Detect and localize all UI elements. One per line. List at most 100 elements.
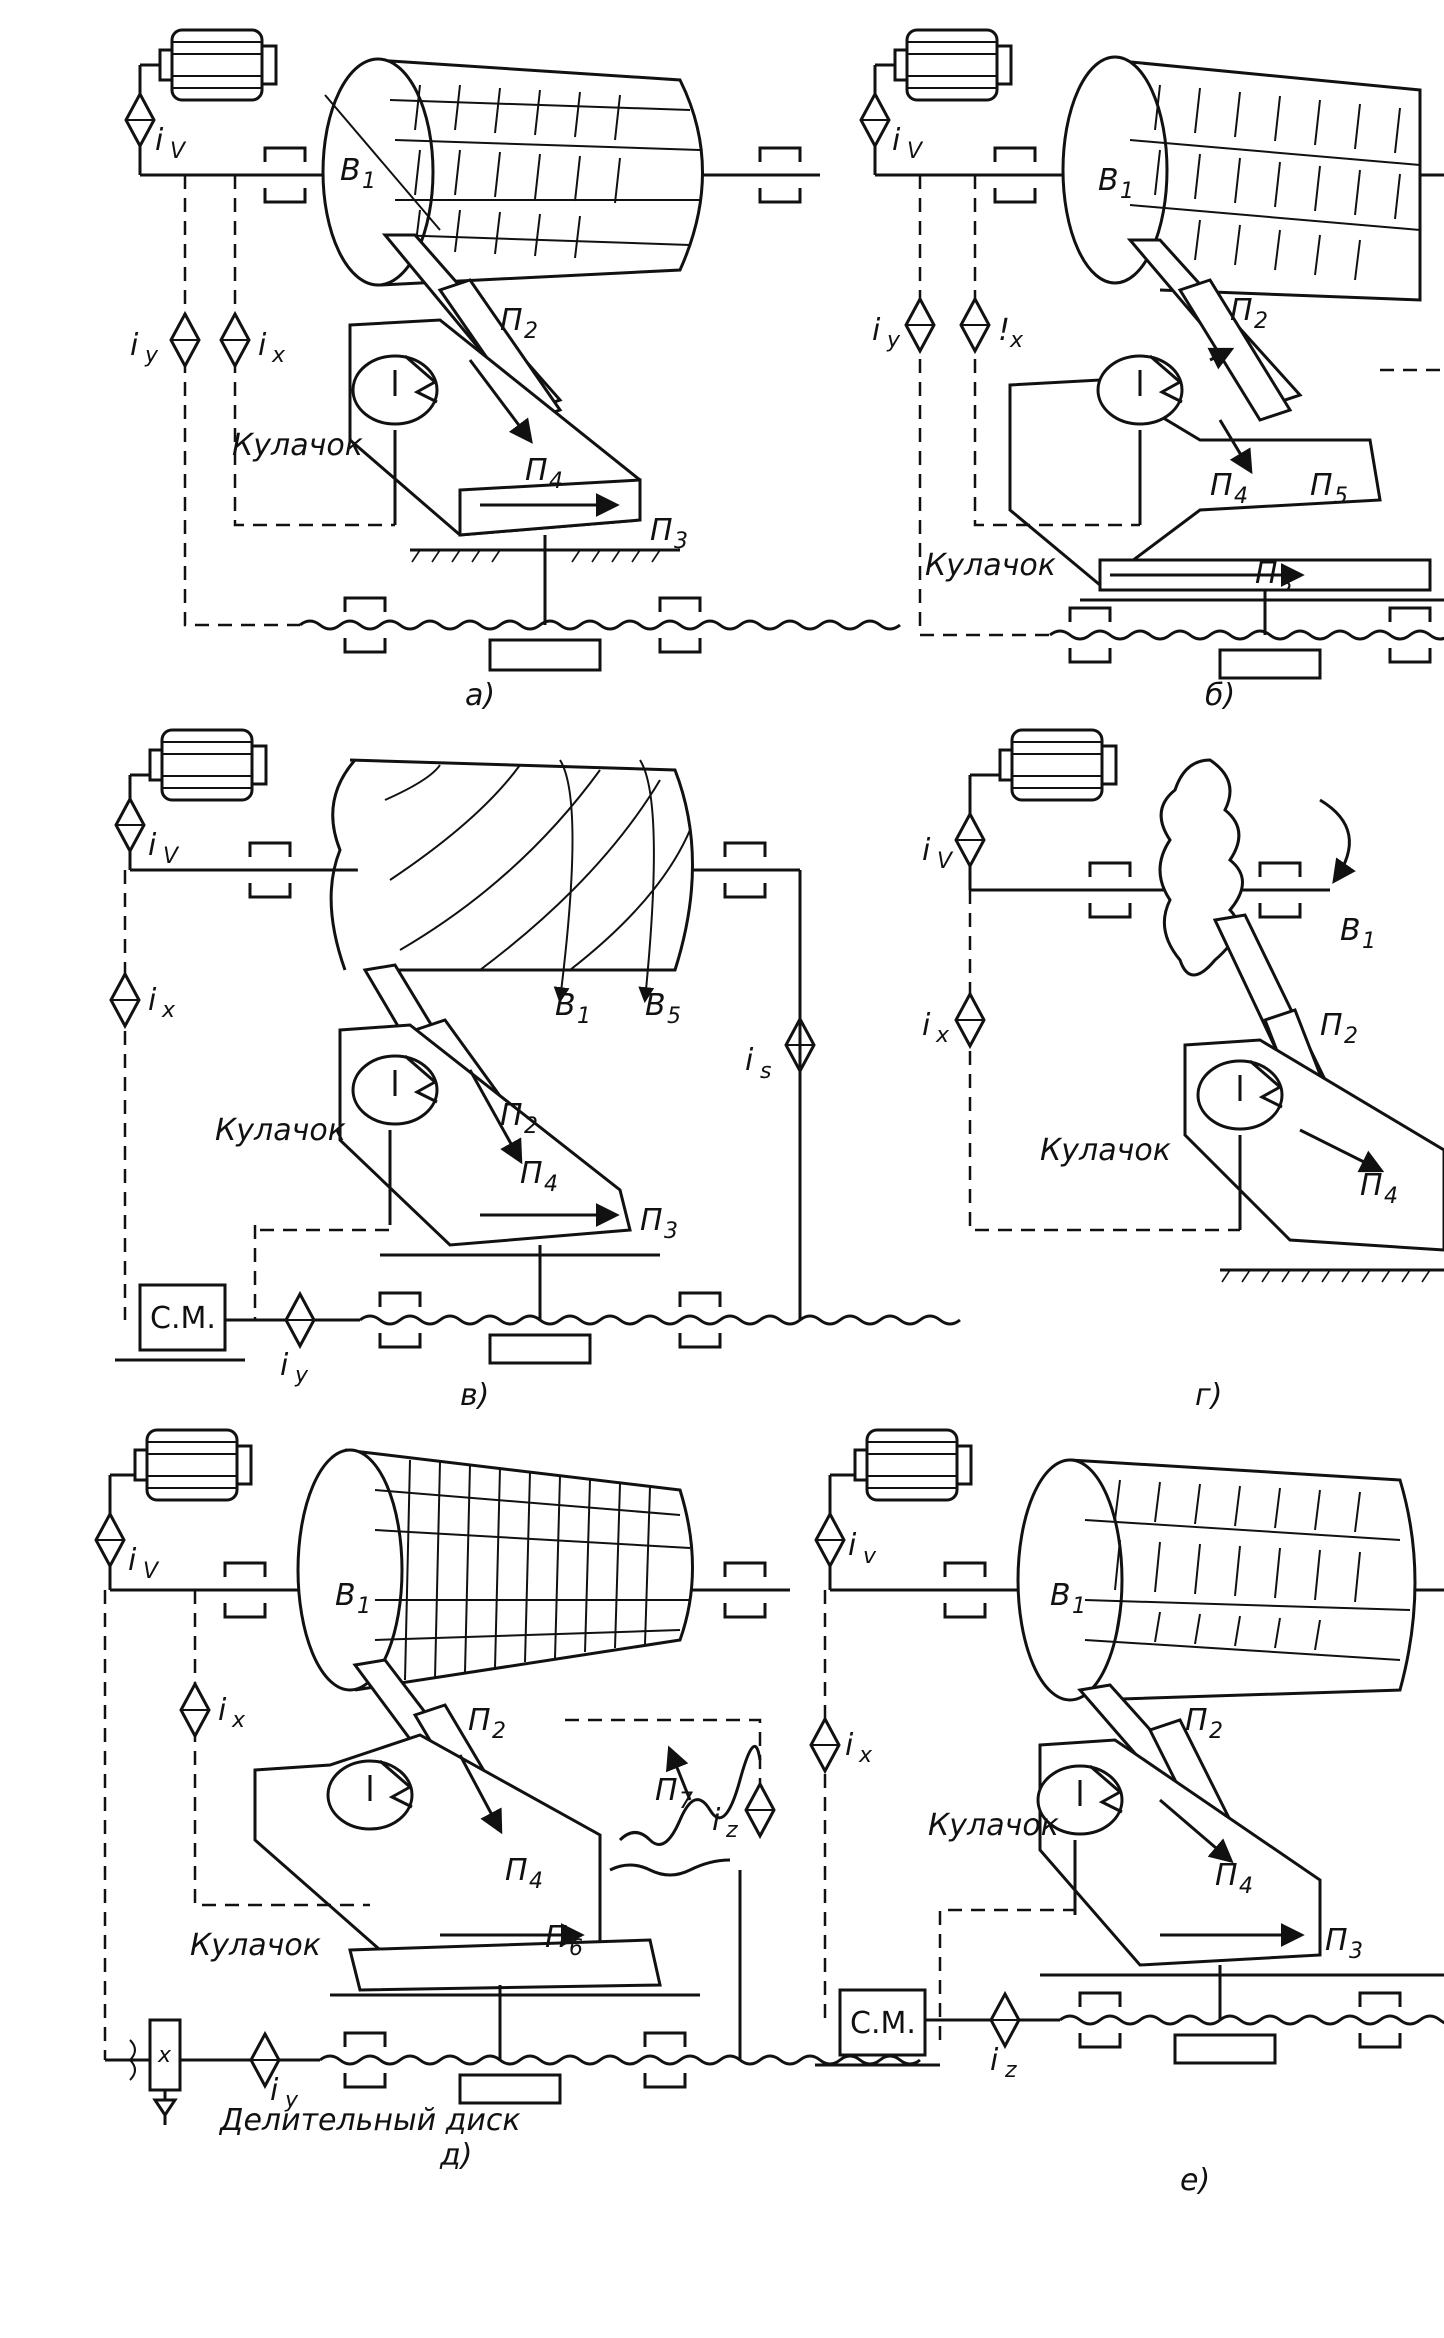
- label-p7: П: [655, 1773, 678, 1808]
- svg-text:4: 4: [1239, 1874, 1253, 1899]
- svg-text:1: 1: [357, 1594, 371, 1619]
- label-iz: i: [990, 2043, 999, 2078]
- svg-text:5: 5: [667, 1004, 681, 1029]
- cam-icon: [1196, 1059, 1284, 1131]
- svg-text:1: 1: [1120, 179, 1134, 204]
- label-p2: П: [1185, 1703, 1208, 1738]
- svg-text:x: x: [1009, 328, 1024, 353]
- svg-text:z: z: [725, 1818, 738, 1843]
- gear-ratio-ix-icon: [959, 297, 991, 353]
- label-p3: П: [650, 513, 673, 548]
- gear-ratio-ix-icon: [219, 312, 251, 368]
- label-p4: П: [1360, 1168, 1383, 1203]
- gear-ratio-iy-icon: [284, 1292, 316, 1348]
- gear-ratio-iy-icon: [169, 312, 201, 368]
- label-cam: Кулачок: [190, 1928, 321, 1963]
- label-p3: П: [1325, 1923, 1348, 1958]
- svg-text:y: y: [294, 1363, 309, 1388]
- label-b5: B: [645, 988, 666, 1023]
- gear-ratio-iv-icon: [954, 812, 986, 868]
- svg-text:V: V: [907, 139, 924, 164]
- svg-text:3: 3: [1349, 1939, 1363, 1964]
- svg-text:1: 1: [577, 1004, 591, 1029]
- svg-text:2: 2: [524, 1114, 538, 1139]
- stepper-motor: [138, 1283, 227, 1352]
- label-dividing-disk: Делительный диск: [218, 2103, 521, 2138]
- svg-text:1: 1: [362, 169, 376, 194]
- svg-text:V: V: [170, 139, 187, 164]
- gear-ratio-iv-icon: [114, 797, 146, 853]
- label-iy: i: [280, 1348, 289, 1383]
- label-p2: П: [1230, 293, 1253, 328]
- label-sm: С.М.: [150, 1301, 216, 1336]
- cam-icon: [1096, 354, 1184, 426]
- motor-icon: [893, 28, 1013, 102]
- panel-v: С.М. i V i x i s i y B 1 B 5 П 2 П 4 П 3…: [109, 728, 962, 1413]
- svg-text:x: x: [858, 1743, 873, 1768]
- gear-ratio-iz-icon: [989, 1992, 1021, 2048]
- svg-text:x: x: [271, 343, 286, 368]
- label-iy: i: [130, 328, 139, 363]
- svg-text:2: 2: [524, 319, 538, 344]
- svg-text:6: 6: [569, 1936, 583, 1961]
- gear-ratio-ix-icon: [179, 1682, 211, 1738]
- label-p4: П: [505, 1853, 528, 1888]
- motor-icon: [133, 1428, 253, 1502]
- gear-ratio-iy-icon: [904, 297, 936, 353]
- cylinder-workpiece: [321, 57, 704, 287]
- caption-g: г): [1195, 1378, 1222, 1413]
- motor-icon: [853, 1428, 973, 1502]
- helical-workpiece: [329, 758, 694, 972]
- caption-d: д): [439, 2138, 472, 2173]
- panel-b: i V i y ! x B 1 П 2 П 4 П 5 П 3 Кулачок …: [859, 28, 1444, 713]
- cam-icon: [326, 1759, 414, 1831]
- svg-text:4: 4: [549, 469, 563, 494]
- label-p2: П: [500, 303, 523, 338]
- label-iv: i: [848, 1528, 857, 1563]
- svg-text:3: 3: [1279, 572, 1293, 597]
- dividing-disk: [128, 2018, 182, 2125]
- label-iv: i: [922, 833, 931, 868]
- label-iy: i: [872, 313, 881, 348]
- label-p4: П: [525, 453, 548, 488]
- label-p6: П: [545, 1920, 568, 1955]
- label-b1: B: [1340, 913, 1361, 948]
- panel-e: С.М. i v i x i z B 1 П 2 П 4 П 3 Кулачок…: [809, 1428, 1444, 2198]
- svg-text:4: 4: [1384, 1184, 1398, 1209]
- label-p3: П: [1255, 556, 1278, 591]
- svg-text:s: s: [760, 1059, 771, 1084]
- caption-b: б): [1205, 678, 1235, 713]
- label-ix: i: [845, 1728, 854, 1763]
- cone-workpiece: [1061, 55, 1422, 302]
- label-iz: i: [712, 1803, 721, 1838]
- svg-text:4: 4: [544, 1172, 558, 1197]
- label-cam: Кулачок: [1040, 1133, 1171, 1168]
- svg-text:V: V: [143, 1559, 160, 1584]
- svg-text:3: 3: [664, 1219, 678, 1244]
- label-sm: С.М.: [850, 2006, 916, 2041]
- motor-icon: [148, 728, 268, 802]
- svg-text:1: 1: [1072, 1594, 1086, 1619]
- gear-ratio-iv-icon: [859, 92, 891, 148]
- label-p4: П: [520, 1156, 543, 1191]
- label-iv: i: [155, 123, 164, 158]
- label-cam: Кулачок: [925, 548, 1056, 583]
- svg-text:y: y: [144, 343, 159, 368]
- label-cam: Кулачок: [215, 1113, 346, 1148]
- svg-text:x: x: [935, 1023, 950, 1048]
- label-b1: B: [555, 988, 576, 1023]
- svg-text:x: x: [161, 998, 176, 1023]
- svg-text:3: 3: [674, 529, 688, 554]
- motor-icon: [158, 28, 278, 102]
- gear-ratio-iz-icon: [744, 1782, 776, 1838]
- label-iy: i: [270, 2073, 279, 2108]
- svg-text:4: 4: [1234, 484, 1248, 509]
- panel-g: i V i x B 1 П 2 П 4 Кулачок г): [922, 728, 1444, 1413]
- caption-e: е): [1180, 2163, 1210, 2198]
- stepper-motor: [838, 1988, 927, 2057]
- svg-text:5: 5: [1334, 484, 1348, 509]
- label-p2: П: [468, 1703, 491, 1738]
- label-x-mark: x: [157, 2043, 172, 2068]
- svg-text:2: 2: [492, 1719, 506, 1744]
